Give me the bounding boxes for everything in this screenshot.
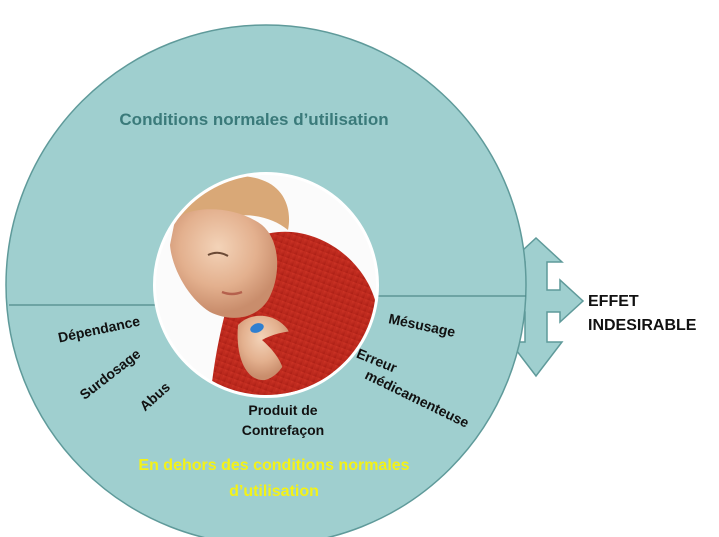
outside-use-title-line2: d’utilisation	[229, 483, 319, 500]
outcome-line2: INDESIRABLE	[588, 317, 697, 334]
label-produit-line1: Produit de	[248, 402, 317, 418]
outcome-line1: EFFET	[588, 293, 639, 310]
outside-use-title-line1: En dehors des conditions normales	[138, 457, 409, 474]
patient-photo	[156, 175, 376, 395]
label-produit-line2: Contrefaçon	[242, 422, 324, 438]
pill-icon	[250, 323, 264, 333]
normal-use-title: Conditions normales d’utilisation	[119, 110, 388, 129]
